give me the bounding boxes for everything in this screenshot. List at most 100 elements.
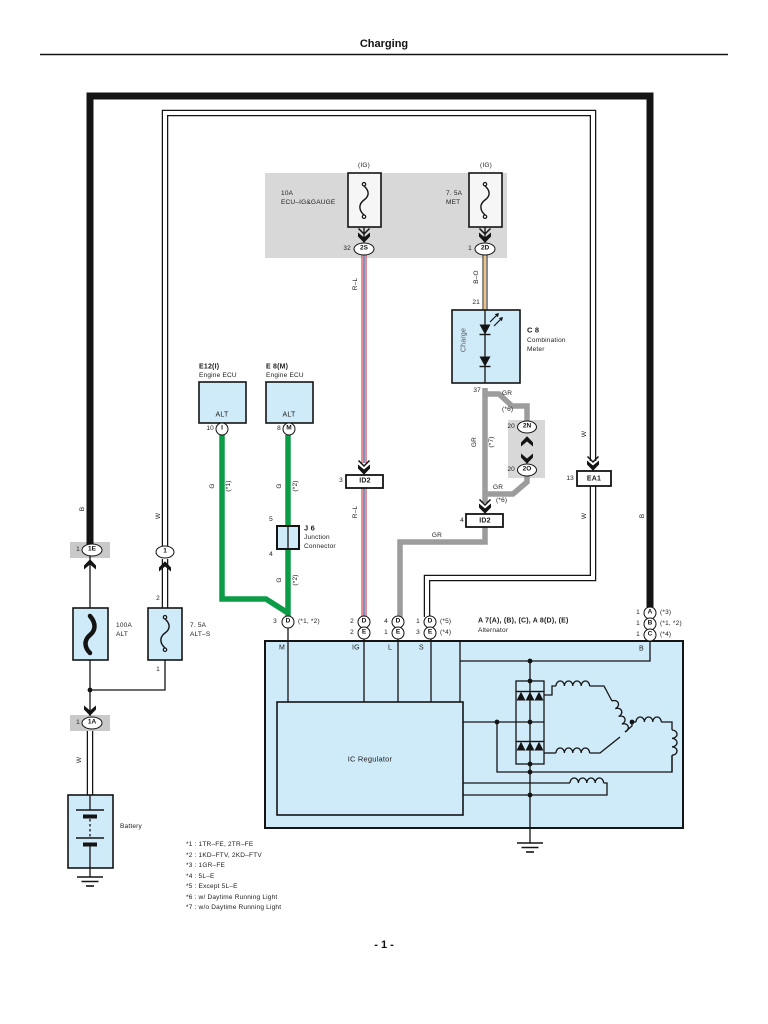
fuse-alts-name: ALT–S: [190, 630, 211, 638]
note-alt-s-e: (*4): [440, 628, 452, 636]
j6-name-1: Junction: [304, 533, 330, 541]
battery-box: [67, 794, 114, 887]
wire-w-ea1-dn: W: [580, 512, 588, 520]
footnote-2: *2 : 1KD–FTV, 2KD–FTV: [186, 851, 262, 859]
pin-c8-37: 37: [473, 386, 481, 394]
note-alt-m: (*1, *2): [298, 617, 320, 625]
fuse1-name: ECU–IG&GAUGE: [281, 198, 336, 206]
e8-ref: E 8(M): [266, 363, 289, 371]
wire-w-battery: W: [75, 756, 83, 764]
conn-1e: 1E: [81, 543, 103, 557]
footnote-7: *7 : w/o Daytime Running Light: [186, 903, 282, 911]
fuse-alt-name: ALT: [116, 630, 129, 638]
pin-alt-s-e: 3: [416, 628, 420, 636]
pin-alt-b-c: 1: [636, 630, 640, 638]
term-s: S: [419, 644, 424, 652]
conn-alt-l-e: E: [391, 626, 405, 640]
id2-3-label: ID2: [359, 477, 371, 485]
pin-j6-5: 5: [269, 515, 273, 523]
ea1-connector-box: [576, 470, 612, 487]
wire-bo: B–O: [472, 270, 480, 284]
conn-alt-s-e: E: [423, 626, 437, 640]
wire-gr-horiz: GR: [431, 531, 443, 539]
pin-alt-l-d: 4: [384, 617, 388, 625]
id2-4-connector-box: [465, 513, 504, 528]
conn-e8-m: M: [282, 422, 296, 436]
wire-b-main: [86, 92, 654, 609]
conn-2n: 2N: [517, 420, 537, 434]
ea1-label: EA1: [586, 475, 602, 483]
ic-regulator-label: IC Regulator: [347, 754, 393, 764]
id2-3-connector-box: [345, 474, 384, 489]
wire-gr: [397, 388, 530, 617]
charge-lamp-label: Charge: [460, 327, 468, 353]
wire-w-loop: [86, 109, 597, 795]
wire-b-right: B: [638, 513, 646, 519]
conn-2d: 2D: [474, 242, 496, 256]
pin-ea1-13: 13: [566, 474, 574, 482]
conn-alt-b-a: A: [643, 606, 657, 620]
pin-alt-s-d: 1: [416, 617, 420, 625]
ic-regulator-box: [276, 701, 464, 816]
fuse-ecu-ig-gauge: [347, 172, 382, 228]
term-m: M: [279, 644, 286, 652]
conn-alt-b-c: C: [643, 628, 657, 642]
wire-gr-top: GR: [502, 389, 513, 397]
pin-alts-1: 1: [156, 665, 160, 673]
battery-label: Battery: [120, 822, 142, 830]
note-7-main: (*7): [487, 436, 495, 448]
pin-2n: 20: [507, 422, 515, 430]
wire-rl-upper: R–L: [351, 277, 359, 291]
pin-2o: 20: [507, 465, 515, 473]
conn-1: 1: [155, 545, 175, 559]
pin-id2-3: 3: [339, 476, 343, 484]
id2-4-label: ID2: [479, 517, 491, 525]
note-alt-b-a: (*3): [660, 608, 672, 616]
footnote-1: *1 : 1TR–FE, 2TR–FE: [186, 840, 254, 848]
pin-alt-l-e: 1: [384, 628, 388, 636]
c8-combination-meter-box: [451, 309, 521, 384]
pin-alt-b-a: 1: [636, 608, 640, 616]
wire-g2a: G: [275, 483, 283, 489]
conn-alt-s-d: D: [423, 615, 437, 629]
term-ig: IG: [352, 644, 360, 652]
pin-e12-10: 10: [206, 424, 214, 432]
pin-alt-b-b: 1: [636, 619, 640, 627]
alt-ref: A 7(A), (B), (C), A 8(D), (E): [478, 617, 569, 625]
note-1-g1: (*1): [224, 480, 232, 492]
note-6-low: (*6): [496, 496, 508, 504]
wire-w-left: W: [154, 512, 162, 520]
j6-name-2: Connector: [304, 542, 336, 550]
battery-ground-icon: [76, 876, 104, 887]
conn-2s: 2S: [353, 242, 375, 256]
e8-name: Engine ECU: [266, 371, 304, 379]
wire-gr-low: GR: [493, 483, 504, 491]
pin-alts-2: 2: [156, 594, 160, 602]
e12-alt: ALT: [215, 411, 229, 419]
note-2-g2b: (*2): [291, 574, 299, 586]
pin-1a: 1: [76, 718, 80, 726]
alt-name: Alternator: [478, 626, 509, 634]
lamp-light-arrows-icon: [489, 313, 503, 327]
conn-e12-i: I: [215, 422, 229, 436]
wire-gr-main: GR: [470, 436, 478, 448]
junction-dots: [87, 658, 635, 798]
fuse2-ig-tag: (IG): [480, 161, 492, 169]
pin-alt-m: 3: [273, 617, 277, 625]
e12-ref: E12(I): [199, 363, 220, 371]
wire-g1: G: [208, 483, 216, 489]
pin-alt-ig-d: 2: [350, 617, 354, 625]
pin-c8-21: 21: [472, 298, 480, 306]
pin-id2-4: 4: [460, 516, 464, 524]
conn-alt-m-d: D: [281, 615, 295, 629]
fuse-100a-alt: [72, 607, 109, 661]
fuse2-name: MET: [446, 198, 461, 206]
pin-e8-8: 8: [277, 424, 281, 432]
wire-b-left: B: [78, 506, 86, 512]
e8-alt: ALT: [282, 411, 296, 419]
j6-junction-connector-box: [276, 525, 300, 550]
footnote-3: *3 : 1GR–FE: [186, 861, 226, 869]
pin-1e: 1: [76, 545, 80, 553]
j6-ref: J 6: [304, 523, 316, 533]
